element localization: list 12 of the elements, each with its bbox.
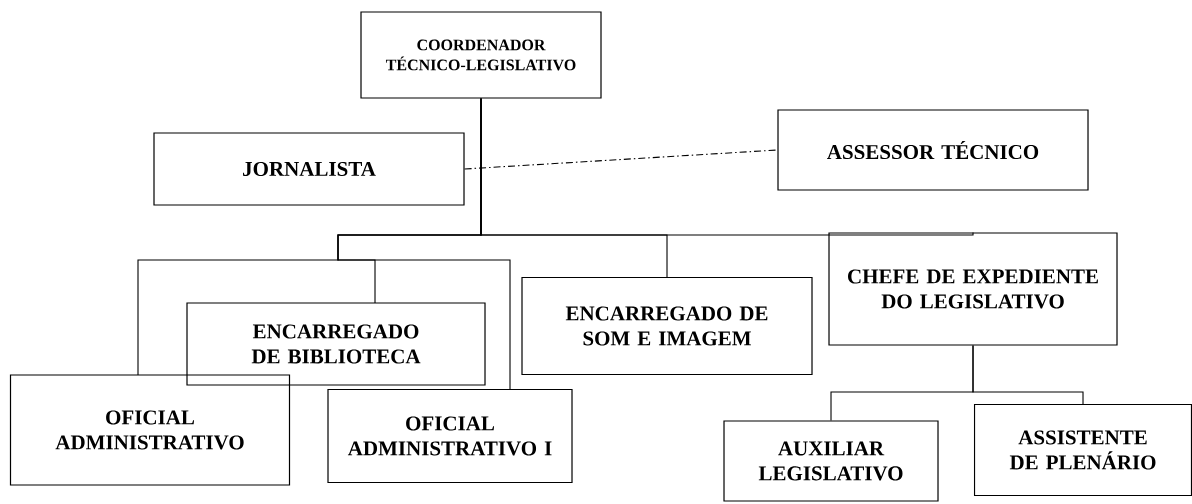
position-box: AUXILIAR LEGISLATIVO <box>723 420 939 502</box>
connector-line <box>480 98 974 236</box>
position-box: ASSISTENTE DE PLENÁRIO <box>973 403 1192 497</box>
position-box: CHEFE DE EXPEDIENTE DO LEGISLATIVO <box>828 232 1118 346</box>
position-box: ASSESSOR TÉCNICO <box>777 109 1089 191</box>
position-box: JORNALISTA <box>153 132 465 206</box>
connector-line <box>972 345 1084 405</box>
position-box: OFICIAL ADMINISTRATIVO I <box>327 388 573 484</box>
position-box: ENCARREGADO DE SOM E IMAGEM <box>521 276 813 376</box>
position-box: ENCARREGADO DE BIBLIOTECA <box>186 302 486 386</box>
position-box: COORDENADOR TÉCNICO-LEGISLATIVO <box>360 11 602 99</box>
position-box: OFICIAL ADMINISTRATIVO <box>9 374 291 486</box>
